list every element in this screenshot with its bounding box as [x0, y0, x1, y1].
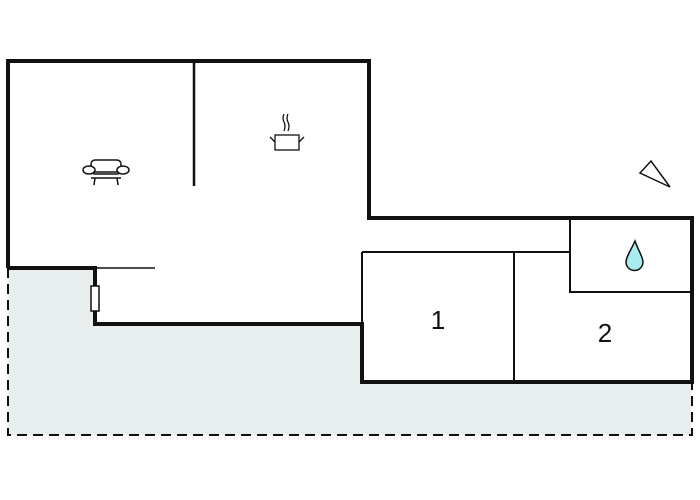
window-icon	[90, 285, 100, 312]
terrace-area	[8, 268, 692, 435]
water-drop-icon	[625, 238, 644, 272]
cooking-pot-icon	[269, 113, 305, 151]
north-arrow-icon	[638, 159, 671, 188]
bathroom-wall	[569, 218, 692, 293]
terrace-dashed-border	[7, 268, 693, 436]
room-label-1: 1	[431, 305, 445, 335]
room-label-2: 2	[598, 318, 612, 348]
sofa-icon	[82, 159, 130, 186]
